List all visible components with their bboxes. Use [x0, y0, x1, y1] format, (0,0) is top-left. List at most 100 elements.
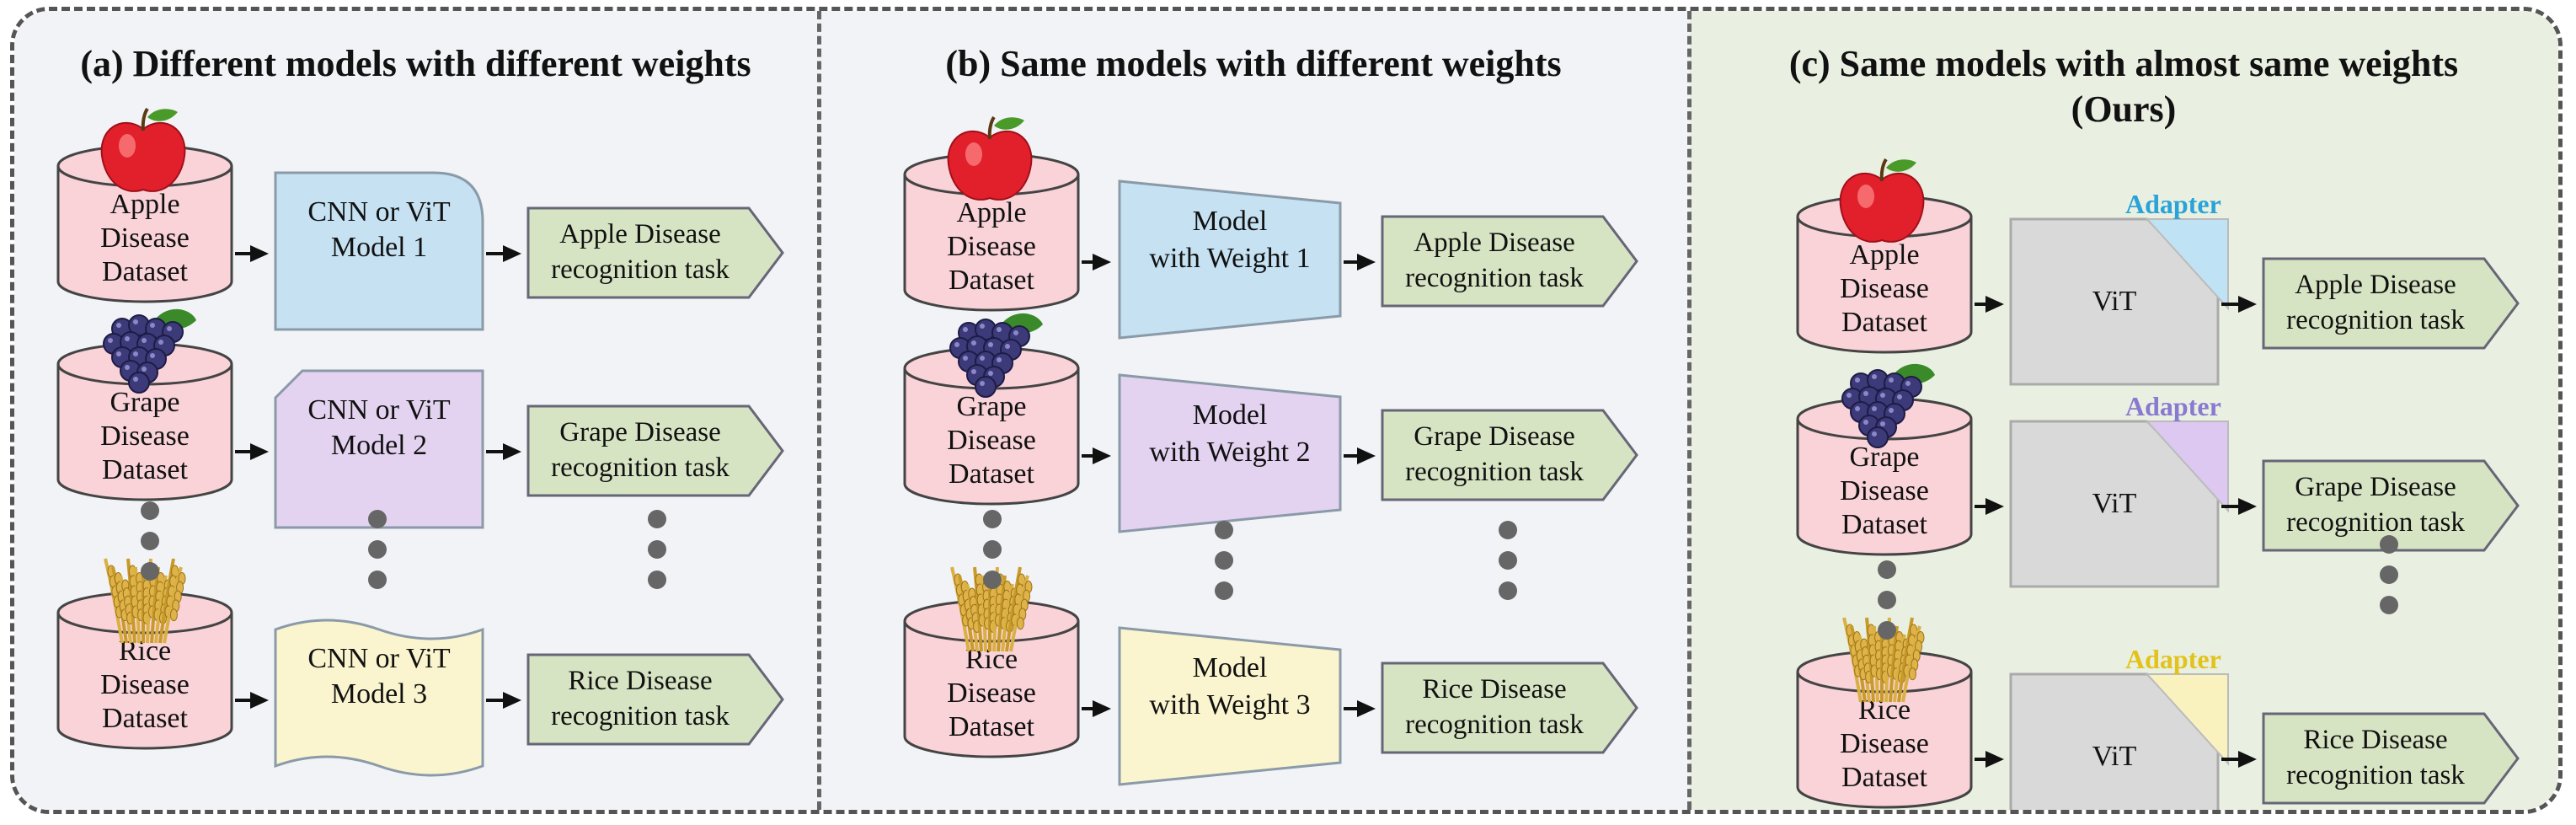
model-box	[1118, 373, 1342, 533]
adapter-label: Adapter	[2125, 391, 2221, 421]
arrow	[235, 692, 269, 709]
task-label-line: Rice Disease	[568, 666, 713, 696]
dataset-label-line: Grape	[110, 387, 180, 418]
model-label-line: Model	[1192, 652, 1268, 683]
dataset-label-line: Disease	[1840, 273, 1929, 304]
ellipsis-dot	[368, 510, 387, 528]
dataset-label-line: Dataset	[102, 256, 188, 287]
arrow	[1344, 700, 1376, 717]
dataset-label-line: Dataset	[949, 458, 1034, 490]
rice-icon	[104, 558, 186, 644]
task-box	[526, 206, 784, 299]
ellipsis-dot	[1499, 551, 1517, 570]
ellipsis-dataset-a	[141, 501, 161, 592]
ellipsis-task-c	[2380, 535, 2400, 626]
task-box	[2262, 712, 2520, 805]
model-label: CNN or ViT Model 2	[274, 393, 484, 519]
adapter-label: Adapter	[2125, 644, 2221, 674]
grape-icon	[949, 313, 1043, 398]
dataset-label-line: Disease	[1840, 475, 1929, 506]
ellipsis-dot	[368, 540, 387, 559]
arrow	[1082, 700, 1111, 717]
task-box	[526, 653, 784, 746]
arrow	[235, 443, 269, 460]
ellipsis-dot	[983, 540, 1002, 559]
vit-box	[2009, 217, 2220, 386]
dataset-label-line: Dataset	[102, 703, 188, 734]
adapter-triangle	[2145, 673, 2229, 766]
arrow	[2221, 498, 2257, 515]
adapter-triangle	[2145, 218, 2229, 311]
task-box	[2262, 459, 2520, 552]
dataset-label-line: Dataset	[1841, 509, 1927, 540]
task-label: Grape Disease recognition task	[526, 415, 754, 490]
model-box	[274, 619, 484, 777]
model-label-line: CNN or ViT	[307, 196, 451, 228]
task-label-line: recognition task	[551, 701, 730, 731]
ellipsis-dot	[141, 562, 159, 581]
vit-label: ViT	[2092, 286, 2137, 317]
dataset-label-line: Disease	[100, 669, 190, 700]
ellipsis-model-a	[368, 510, 388, 601]
arrow	[1344, 254, 1376, 271]
ellipsis-dot	[983, 510, 1002, 528]
task-label-line: recognition task	[2286, 760, 2465, 790]
apple-icon	[1839, 158, 1925, 243]
adapter-label: Adapter	[2125, 189, 2221, 219]
task-label-line: recognition task	[2286, 507, 2465, 538]
arrow	[1344, 447, 1376, 464]
task-label-line: recognition task	[551, 453, 730, 483]
rice-icon	[950, 566, 1033, 652]
arrow	[2221, 296, 2257, 313]
model-label-line: Model 2	[330, 430, 428, 461]
panel-c-title: (c) Same models with almost same weights	[1788, 43, 2459, 84]
dataset-label-line: Dataset	[102, 454, 188, 485]
task-box	[1381, 409, 1638, 501]
ellipsis-dot	[2380, 596, 2398, 614]
ellipsis-dot	[648, 540, 666, 559]
model-label-line: CNN or ViT	[307, 394, 451, 426]
task-label-line: recognition task	[2286, 305, 2465, 335]
model-label-line: Model	[1192, 206, 1268, 237]
vit-label: ViT	[2092, 488, 2137, 519]
ellipsis-dot	[2380, 565, 2398, 584]
ellipsis-dot	[368, 571, 387, 589]
model-box	[274, 171, 484, 331]
dataset-label-line: Disease	[100, 421, 190, 452]
dataset-label-line: Disease	[947, 425, 1036, 456]
task-label-line: Apple Disease	[2295, 270, 2456, 300]
model-label: Model with Weight 3	[1118, 650, 1342, 776]
panel-a-title: (a) Different models with different weig…	[80, 43, 751, 84]
dataset-label-line: Dataset	[949, 711, 1034, 742]
arrow	[486, 443, 521, 460]
task-label-line: Apple Disease	[1414, 228, 1575, 258]
task-label-line: Grape Disease	[2295, 472, 2456, 502]
dataset-label-line: Dataset	[1841, 307, 1927, 338]
task-label-line: Grape Disease	[559, 417, 721, 447]
ellipsis-dot	[1499, 521, 1517, 539]
separator-ab	[817, 11, 821, 810]
dataset-label-line: Disease	[947, 231, 1036, 262]
ellipsis-task-b	[1499, 521, 1519, 612]
ellipsis-dot	[1878, 621, 1896, 640]
task-label-line: recognition task	[551, 254, 730, 285]
model-label-line: with Weight 1	[1149, 243, 1311, 274]
arrow	[1975, 751, 2004, 768]
dataset-label-line: Apple	[110, 189, 180, 220]
task-box	[2262, 257, 2520, 350]
outer-frame: (a) Different models with different weig…	[10, 7, 2563, 814]
ellipsis-dot	[141, 532, 159, 550]
model-label-line: with Weight 3	[1149, 689, 1311, 721]
apple-icon	[100, 107, 186, 192]
model-label-line: Model 3	[330, 678, 428, 710]
dataset-label-line: Disease	[100, 222, 190, 254]
